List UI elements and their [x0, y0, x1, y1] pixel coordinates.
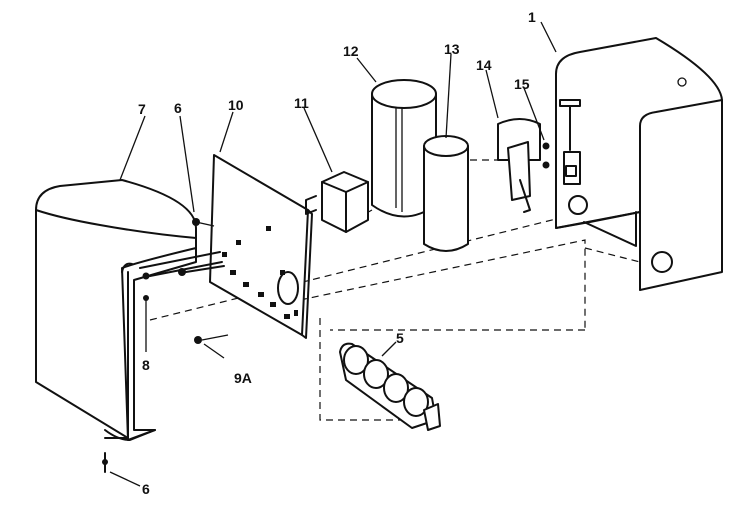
callout-leader-lines	[109, 21, 557, 487]
callout-9a: 9A	[234, 370, 252, 386]
part-5-terminal-block	[339, 342, 441, 431]
part-12-capacitor	[371, 79, 437, 218]
callout-15: 15	[514, 76, 530, 92]
callout-12: 12	[343, 43, 359, 59]
part-13-capacitor	[423, 135, 469, 252]
part-11-relay	[305, 171, 369, 233]
part-7-front-cover	[35, 179, 197, 441]
part-14-capacitor-bracket	[497, 118, 541, 213]
screws	[102, 218, 229, 473]
callout-14: 14	[476, 57, 492, 73]
callout-13: 13	[444, 41, 460, 57]
callout-5: 5	[396, 330, 404, 346]
callout-1: 1	[528, 9, 536, 25]
callout-11: 11	[294, 95, 309, 111]
part-15-nuts	[542, 142, 550, 169]
callout-6-bottom: 6	[142, 481, 150, 497]
part-10-control-board	[209, 154, 313, 339]
part-1-rear-cover	[555, 37, 723, 291]
callout-7: 7	[138, 101, 146, 117]
callout-6-top: 6	[174, 100, 182, 116]
callout-10: 10	[228, 97, 244, 113]
callout-8: 8	[142, 357, 150, 373]
